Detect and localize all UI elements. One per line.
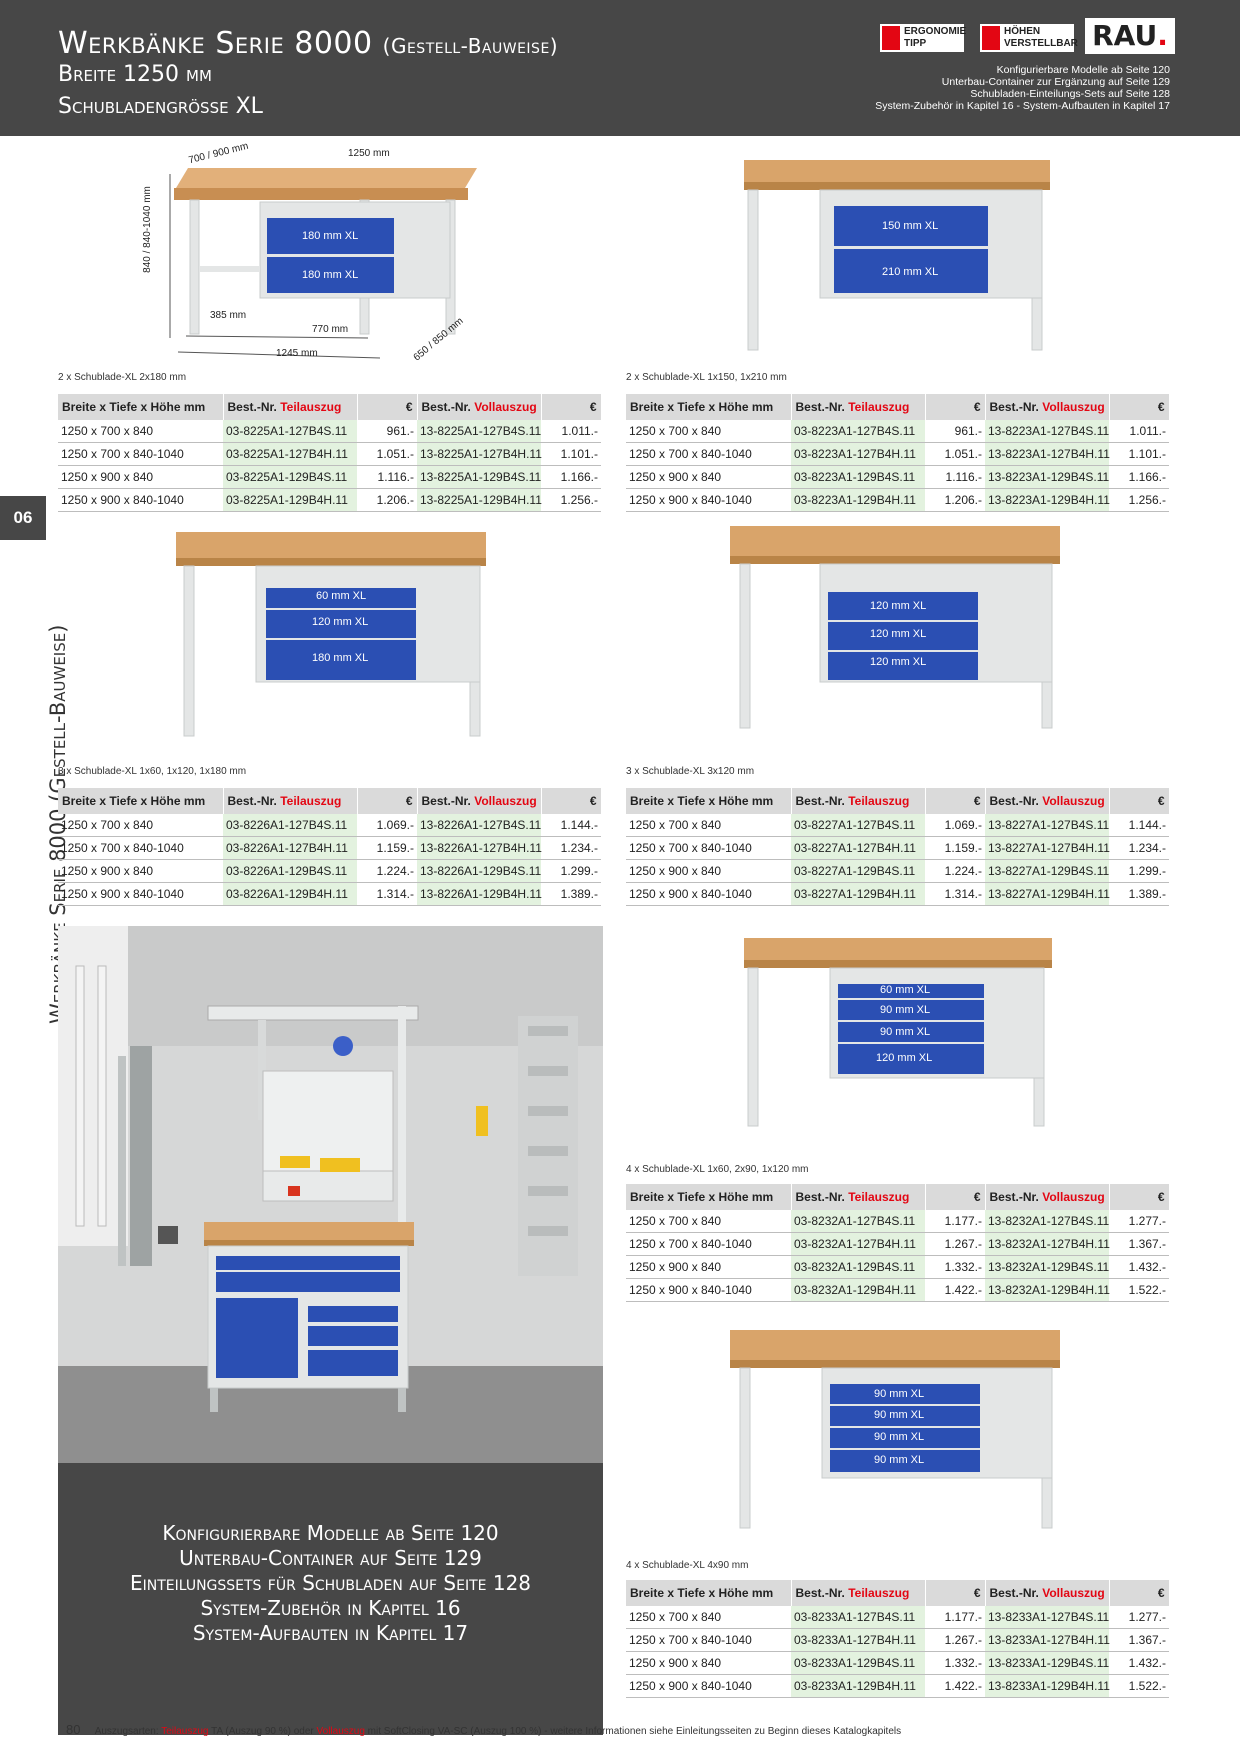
workbench-dimension-drawing: [169, 168, 477, 359]
price-table-header: Breite x Tiefe x Höhe mm Best.-Nr. Teila…: [58, 788, 602, 814]
drawer-label: 90 mm XL: [874, 1388, 925, 1400]
workshop-scene-illustration: [58, 926, 603, 1463]
drawer-label: 120 mm XL: [876, 1052, 933, 1064]
price-table-header: Breite x Tiefe x Höhe mm Best.-Nr. Teila…: [626, 1184, 1170, 1210]
page-header: Werkbänke Serie 8000 (Gestell-Bauweise) …: [0, 0, 1240, 136]
price-table-header: Breite x Tiefe x Höhe mm Best.-Nr. Teila…: [626, 788, 1170, 814]
workbench-illustration: [176, 532, 486, 737]
price-table: Breite x Tiefe x Höhe mm Best.-Nr. Teila…: [626, 394, 1170, 512]
product-caption: 3 x Schublade-XL 3x120 mm: [626, 766, 755, 777]
product-image-2: 60 mm XL 120 mm XL 180 mm XL: [176, 532, 486, 742]
workbench-illustration: [744, 938, 1052, 1127]
drawer-label: 90 mm XL: [880, 1004, 931, 1016]
promo-lines: Konfigurierbare Modelle ab Seite 120 Unt…: [129, 1521, 532, 1645]
product-image-3: 120 mm XL 120 mm XL 120 mm XL: [730, 526, 1060, 732]
header-notes: Konfigurierbare Modelle ab Seite 120 Unt…: [875, 64, 1170, 112]
height-adjust-icon: [982, 26, 1000, 50]
price-table: Breite x Tiefe x Höhe mm Best.-Nr. Teila…: [626, 1580, 1170, 1698]
drawer-label: 120 mm XL: [312, 616, 369, 628]
product-image-1: 150 mm XL 210 mm XL: [740, 160, 1050, 356]
drawer-label: 90 mm XL: [880, 1026, 931, 1038]
page-footer: 80 Auszugsarten: Teilauszug TA (Auszug 9…: [66, 1722, 902, 1737]
price-table-header: Breite x Tiefe x Höhe mm Best.-Nr. Teila…: [626, 1580, 1170, 1606]
drawer-label: 90 mm XL: [874, 1454, 925, 1466]
product-image-5: 90 mm XL 90 mm XL 90 mm XL 90 mm XL: [730, 1330, 1060, 1530]
drawer-label: 180 mm XL: [312, 652, 369, 664]
drawer-label: 120 mm XL: [870, 600, 927, 612]
page-title-sub: (Gestell-Bauweise): [382, 34, 559, 58]
price-table: Breite x Tiefe x Höhe mm Best.-Nr. Teila…: [58, 788, 602, 906]
dim-inner-label: 770 mm: [312, 324, 349, 335]
drawer-label: 120 mm XL: [870, 656, 927, 668]
promo-box: Konfigurierbare Modelle ab Seite 120 Unt…: [58, 1463, 603, 1735]
product-caption: 2 x Schublade-XL 2x180 mm: [58, 372, 187, 383]
page-subtitle-width: Breite 1250 mm: [58, 62, 212, 87]
price-table-header: Breite x Tiefe x Höhe mm Best.-Nr. Teila…: [58, 394, 602, 420]
drawer-label: 60 mm XL: [880, 984, 931, 996]
drawer-label: 90 mm XL: [874, 1409, 925, 1421]
dim-offset-label: 385 mm: [210, 310, 247, 321]
drawer-label: 120 mm XL: [870, 628, 927, 640]
workshop-photo: [58, 926, 603, 1463]
chapter-tab: 06: [0, 496, 46, 540]
workbench-illustration: [730, 526, 1060, 729]
price-table: Breite x Tiefe x Höhe mm Best.-Nr. Teila…: [58, 394, 602, 512]
product-caption: 4 x Schublade-XL 1x60, 2x90, 1x120 mm: [626, 1164, 809, 1175]
product-caption: 3 x Schublade-XL 1x60, 1x120, 1x180 mm: [58, 766, 247, 777]
dim-width-label: 1250 mm: [348, 148, 390, 159]
dim-outer-label: 1245 mm: [276, 348, 318, 359]
drawer-label: 90 mm XL: [874, 1431, 925, 1443]
brand-logo: RAU.: [1085, 18, 1175, 54]
product-image-4: 60 mm XL 90 mm XL 90 mm XL 120 mm XL: [740, 938, 1052, 1130]
drawer-label: 210 mm XL: [882, 266, 939, 278]
page-title: Werkbänke Serie 8000 (Gestell-Bauweise): [58, 26, 559, 61]
workbench-illustration: [730, 1330, 1060, 1529]
dim-height-label: 840 / 840-1040 mm: [141, 186, 153, 273]
price-table: Breite x Tiefe x Höhe mm Best.-Nr. Teila…: [626, 788, 1170, 906]
product-caption: 4 x Schublade-XL 4x90 mm: [626, 1560, 749, 1571]
drawer-label: 60 mm XL: [316, 590, 367, 602]
price-table: Breite x Tiefe x Höhe mm Best.-Nr. Teila…: [626, 1184, 1170, 1302]
price-table-header: Breite x Tiefe x Höhe mm Best.-Nr. Teila…: [626, 394, 1170, 420]
page-number: 80: [66, 1722, 81, 1737]
drawer-label: 180 mm XL: [302, 230, 359, 242]
workbench-illustration: [744, 160, 1050, 351]
product-caption: 2 x Schublade-XL 1x150, 1x210 mm: [626, 372, 787, 383]
drawer-label: 150 mm XL: [882, 220, 939, 232]
product-image-0: 180 mm XL 180 mm XL 700 / 900 mm 1250 mm…: [142, 138, 490, 363]
ergonomie-icon: [882, 26, 900, 50]
drawer-label: 180 mm XL: [302, 269, 359, 281]
page-subtitle-drawer: Schubladengrösse XL: [58, 94, 263, 119]
